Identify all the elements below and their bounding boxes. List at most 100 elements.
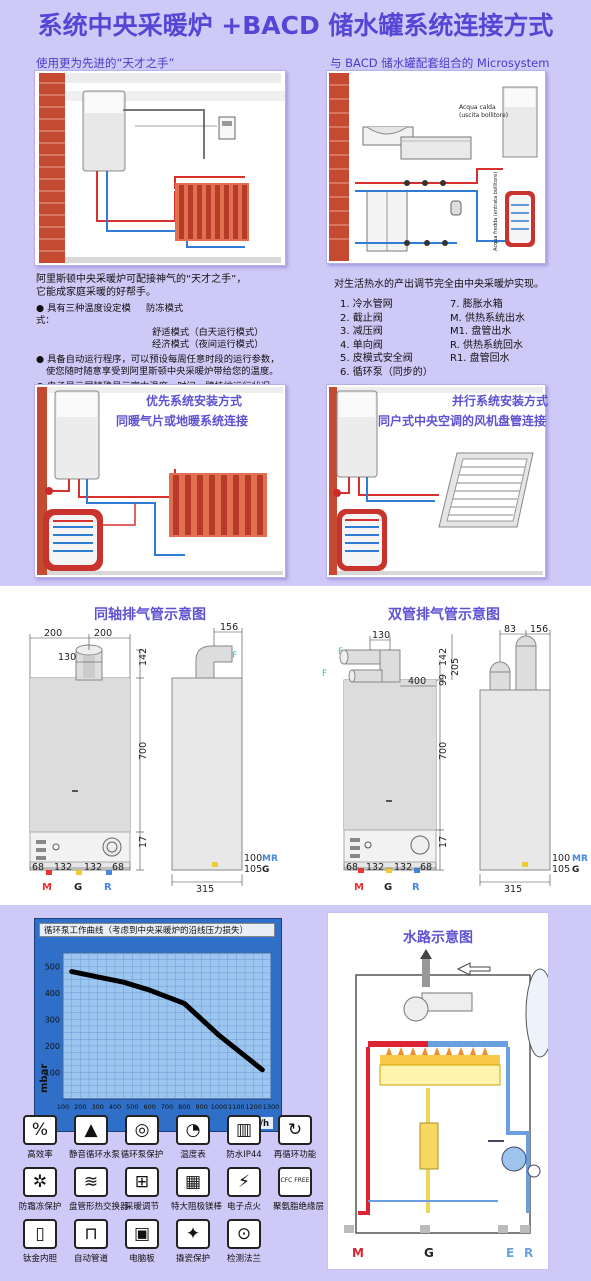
hotwater-sentence: 对生活热水的产出调节完全由中央采暖炉实现。 [334, 279, 544, 290]
intro-line-1: 阿里斯顿中央采暖炉可配接神气的“天才之手”， [36, 274, 247, 285]
feature-item: ▦特大阻极镁棒 [171, 1167, 222, 1212]
dim-twin-h-bottom: 17 [438, 836, 449, 848]
dim-twin-h-top: 142 [438, 648, 449, 666]
auto-pipe-icon: ⊓ [74, 1219, 108, 1249]
twin-side-view: 83 156 100 MR 105 G 315 [479, 624, 588, 895]
y-tick-label: 100 [45, 1068, 60, 1077]
fan-coil-icon [438, 452, 534, 528]
letter-f: F [232, 651, 237, 661]
brick-wall [329, 73, 349, 261]
coaxial-title: 同轴排气管示意图 [94, 607, 206, 623]
feature-item: %高效率 [18, 1115, 62, 1160]
dim-coaxial-depth: 315 [196, 884, 214, 895]
letter-r: R [104, 882, 112, 893]
dim-coaxial-h-body: 700 [138, 742, 149, 760]
intro-line-2: 它能成家庭采暖的好帮手。 [36, 287, 156, 298]
mode-comfort: 舒适模式（白天运行模式） [152, 327, 264, 338]
legend-item: 4. 单向阀 [340, 339, 383, 351]
dim-coaxial-b1: 68 [32, 862, 44, 873]
bullet-program-line-2: 使您随时随意享受到阿里斯顿中央采暖炉带给您的温度。 [46, 366, 279, 377]
water-letter-e: E [506, 1246, 514, 1260]
ignition-icon: ⚡ [227, 1167, 261, 1197]
priority-title: 优先系统安装方式 [146, 394, 243, 408]
priority-desc: 同暖气片或地暖系统连接 [116, 414, 249, 428]
microsystem-diagram: Acqua calda (uscita bollitore) Acqua fre… [326, 70, 546, 264]
letter-r: R [412, 882, 420, 893]
x-tick-label: 1100 [228, 1103, 245, 1111]
panel-caption-genius: 使用更为先进的“天才之手” [36, 56, 175, 70]
flow-arrow-icon [456, 962, 491, 976]
feature-label: 自动管道 [73, 1254, 108, 1264]
cfc-free-badge: CFC FREE [280, 1177, 310, 1184]
bullet-modes-head: 具有三种温度设定模式： [36, 303, 131, 326]
mode-economy: 经济模式（夜间运行模式） [152, 339, 264, 350]
feature-label: 撬瓷保护 [175, 1254, 210, 1264]
dim-twin-b3: 132 [394, 862, 412, 873]
feature-label: 盘管形热交换器 [69, 1202, 129, 1212]
feature-item: ↻ 再循环功能 [273, 1115, 317, 1160]
dim-coaxial-top-right: 200 [94, 628, 112, 639]
coaxial-side-view: 156 F 100 MR 105 G 315 [171, 622, 278, 895]
magnesium-icon: ▦ [176, 1167, 210, 1197]
recirculation-icon: ↻ [278, 1115, 312, 1145]
feature-item: ✲防霜冻保护 [18, 1167, 62, 1212]
letter-m: M [42, 882, 52, 893]
dim-twin-h2: 205 [450, 658, 461, 676]
brick-wall [329, 387, 337, 575]
feature-item: ◔温度表 [171, 1115, 215, 1160]
dim-twin-b1: 68 [346, 862, 358, 873]
dim-twin-h1: 99 [438, 674, 449, 686]
feature-label: 检测法兰 [226, 1254, 261, 1264]
twin-title: 双管排气管示意图 [388, 607, 500, 623]
letter-mr: MR [262, 854, 278, 864]
y-axis-label: mbar [39, 1064, 50, 1093]
feature-item: ≋盘管形热交换器 [69, 1167, 129, 1212]
mode-antifreeze: 防冻模式 [146, 303, 184, 314]
pump-icon: ▲ [74, 1115, 108, 1145]
radiator-icon [175, 183, 249, 241]
x-tick-label: 1300 [263, 1103, 280, 1111]
genius-intro: 阿里斯顿中央采暖炉可配接神气的“天才之手”， 它能成家庭采暖的好帮手。 [36, 273, 306, 299]
legend-item: 6. 循环泵（同步的） [340, 366, 433, 378]
x-tick-label: 600 [143, 1103, 155, 1111]
feature-item: ⊞ 采暖调节 [120, 1167, 164, 1212]
x-tick-label: 300 [91, 1103, 103, 1111]
titanium-tank-icon: ▯ [23, 1219, 57, 1249]
flange-icon: ⊙ [227, 1219, 261, 1249]
feature-label: 钛金内胆 [22, 1254, 57, 1264]
dim-twin-side-b: 105 [552, 864, 570, 875]
legend-item: 7. 膨胀水箱 [450, 299, 503, 310]
dim-coaxial-side-b: 105 [244, 864, 262, 875]
feature-label: 采暖调节 [124, 1202, 159, 1212]
legend-item: R1. 盘管回水 [450, 353, 510, 364]
feature-item: ◎ 循环泵保护 [120, 1115, 164, 1160]
feature-label: 再循环功能 [273, 1150, 317, 1160]
letter-g: G [384, 882, 392, 893]
parallel-title: 并行系统安装方式 [452, 394, 549, 408]
efficiency-icon: % [23, 1115, 57, 1145]
legend-item: M1. 盘管出水 [450, 326, 512, 337]
legend-item: 5. 皮模式安全阀 [340, 353, 413, 364]
letter-mr: MR [572, 854, 588, 864]
y-tick-label: 300 [45, 1015, 60, 1024]
letter-m: M [354, 882, 364, 893]
dim-twin-top: 130 [372, 630, 390, 641]
letter-f-lower: F [322, 669, 327, 679]
letter-g-side: G [572, 865, 579, 875]
x-tick-label: 800 [178, 1103, 190, 1111]
feature-item: ✦撬瓷保护 [171, 1219, 215, 1264]
expansion-tank-icon [525, 968, 548, 1058]
storage-tank-icon [505, 191, 535, 247]
dim-twin-side1: 83 [504, 624, 516, 635]
heating-adjust-icon: ⊞ [125, 1167, 159, 1197]
pump-protect-icon: ◎ [125, 1115, 159, 1145]
feature-item: ▲静音循环水泵 [69, 1115, 120, 1160]
dim-coaxial-inner: 130 [58, 652, 76, 663]
x-tick-label: 1200 [245, 1103, 262, 1111]
y-tick-label: 500 [45, 962, 60, 971]
letter-f-upper: F [338, 647, 343, 657]
water-letter-g: G [424, 1246, 434, 1260]
feature-label: 循环泵保护 [120, 1150, 164, 1160]
